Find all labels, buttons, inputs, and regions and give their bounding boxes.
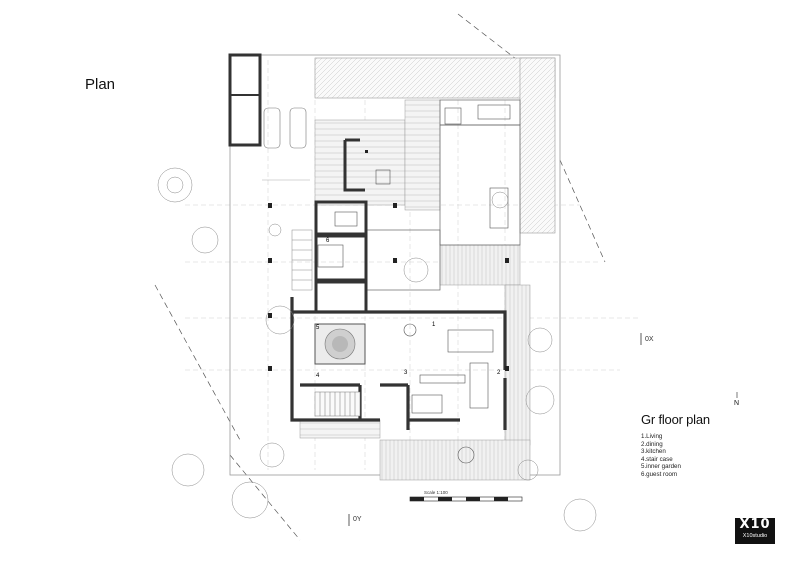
room-legend: 1.Living 2.dining 3.kitchen 4.stair case…	[641, 433, 681, 479]
furniture	[317, 104, 511, 464]
legend-item: 6.guest room	[641, 470, 678, 478]
axis-y-label: 0Y	[353, 516, 362, 523]
legend-item: 2.dining	[641, 440, 663, 448]
legend-item: 5.inner garden	[641, 463, 681, 471]
exterior-steps	[291, 229, 313, 291]
scale-bar	[409, 496, 523, 502]
plan-title: Plan	[85, 76, 116, 93]
axis-x-label: 0X	[645, 336, 654, 343]
kitchen-walls	[343, 138, 365, 192]
guest-wing-walls	[314, 200, 368, 314]
main-house-walls	[290, 297, 507, 430]
stair-case	[314, 391, 361, 417]
room-number-5: 5	[316, 325, 320, 331]
room-number-3: 3	[404, 370, 408, 376]
scale-label: Scale 1:100	[424, 490, 448, 495]
inner-garden	[314, 323, 366, 365]
north-label: N	[734, 400, 740, 407]
columns	[268, 150, 509, 371]
logo-mark: X10	[739, 517, 771, 532]
legend-item: 3.kitchen	[641, 448, 666, 456]
garage	[228, 53, 310, 181]
paved-courtyard	[314, 57, 556, 234]
legend-item: 4.stair case	[641, 455, 673, 463]
logo-subtitle: X10studio	[742, 533, 768, 539]
site-boundary-lines	[154, 13, 606, 541]
room-number-2: 2	[497, 370, 501, 376]
room-number-4: 4	[316, 373, 320, 379]
room-number-6: 6	[326, 238, 330, 244]
studio-logo: X10 X10studio	[735, 518, 775, 544]
floor-plan-title: Gr floor plan	[641, 412, 710, 427]
wooden-decks	[299, 99, 531, 481]
room-number-1: 1	[432, 322, 436, 328]
landscape-trees	[157, 167, 597, 532]
legend-item: 1.Living	[641, 433, 663, 440]
